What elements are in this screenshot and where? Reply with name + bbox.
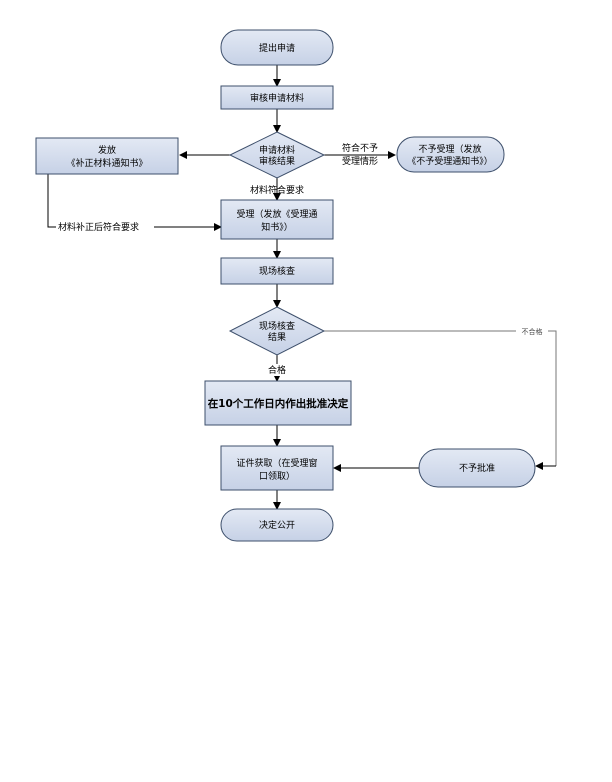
review-label: 审核申请材料 [250, 92, 304, 104]
edge-label-unqualified-bg [516, 326, 548, 336]
publish-node [220, 508, 334, 542]
accept-node [220, 199, 334, 240]
reject-notice-label-line2: 《不予受理通知书》） [407, 155, 493, 167]
publish-label: 决定公开 [259, 519, 295, 531]
accept-label-line2: 知书》） [261, 221, 293, 233]
approve-label: 在10个工作日内作出批准决定 [208, 397, 349, 410]
inspect-label: 现场核查 [259, 265, 295, 277]
decision1-label-line1: 申请材料 [259, 144, 295, 156]
reject-notice-label-line1: 不予受理（发放 [418, 143, 481, 155]
certificate-label-line1: 证件获取（在受理窗 [236, 457, 317, 469]
edge-label-qualified-bg [266, 364, 288, 376]
approve-node [204, 380, 352, 426]
decision2-node [228, 306, 326, 356]
decision1-node [228, 131, 326, 179]
edge-supplement-accept [47, 174, 222, 231]
edges [47, 65, 557, 510]
decision1-label-line2: 审核结果 [259, 155, 295, 167]
supplement-label-line1: 发放 [98, 144, 116, 156]
edge-label-meet: 材料符合要求 [250, 184, 304, 196]
edge-label-supplemented-bg [56, 220, 154, 233]
accept-label-line1: 受理（发放《受理通 [236, 208, 317, 220]
decision2-label-line2: 结果 [268, 331, 286, 343]
edge-label-supplemented: 材料补正后符合要求 [58, 221, 139, 233]
deny-label: 不予批准 [459, 462, 495, 474]
decision2-label-line1: 现场核查 [259, 320, 295, 332]
certificate-node [220, 445, 334, 491]
edge-decision2-deny [324, 330, 557, 466]
edge-label-unqualified: 不合格 [522, 327, 543, 336]
start-node [220, 29, 334, 66]
supplement-node [35, 137, 179, 175]
inspect-node [220, 257, 334, 285]
supplement-label-line2: 《补正材料通知书》 [66, 157, 147, 169]
reject-notice-node [396, 136, 505, 173]
edge-label-not-meet-line1: 符合不予 [342, 142, 378, 154]
edge-label-not-meet-line2: 受理情形 [342, 155, 378, 167]
edge-label-qualified: 合格 [268, 364, 286, 376]
deny-node [418, 448, 536, 488]
start-label: 提出申请 [259, 42, 295, 54]
certificate-label-line2: 口领取） [259, 470, 295, 482]
review-node [220, 85, 334, 110]
